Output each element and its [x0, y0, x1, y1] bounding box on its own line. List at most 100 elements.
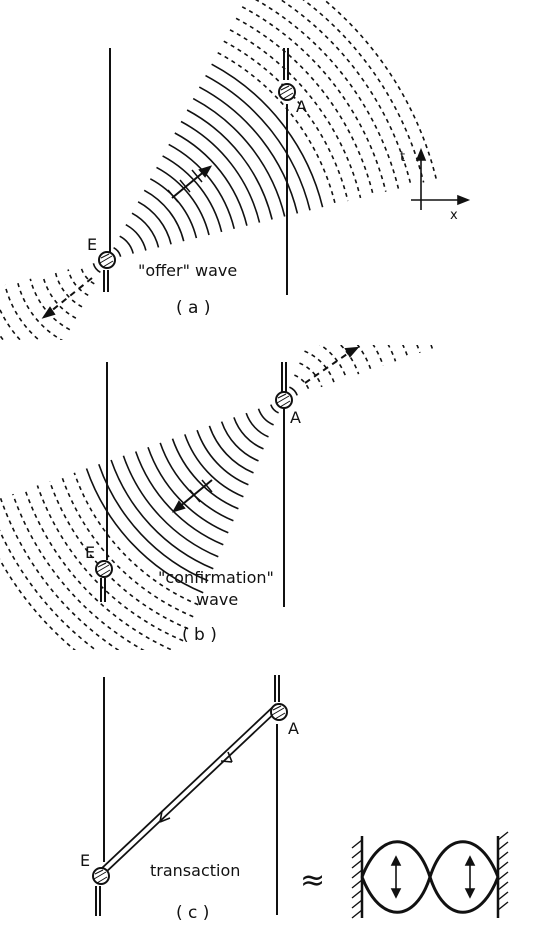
absorber-label: A: [290, 408, 301, 427]
wave-front-arc: [270, 404, 279, 414]
wave-front-arc: [400, 123, 550, 301]
wave-front-arc: [356, 345, 372, 371]
standing-wave-icon: [351, 831, 509, 919]
absorber-label: A: [288, 719, 299, 738]
offer-wave-fronts: [0, 0, 438, 456]
wave-front-arc: [196, 429, 249, 486]
wave-front-arc: [233, 417, 264, 450]
emitter-label: E: [85, 543, 95, 562]
wave-front-arc: [143, 189, 185, 242]
wave-front-arc: [168, 143, 235, 229]
approx-symbol: ≈: [300, 863, 325, 898]
backward-dashed-arrow: [41, 277, 93, 319]
emitter-label: E: [87, 235, 97, 254]
absorber-node: [275, 391, 293, 409]
backward-arrow: [171, 479, 213, 513]
wave-front-arc: [156, 166, 210, 236]
wave-front-arc: [67, 269, 89, 297]
wave-front-arc: [113, 246, 122, 257]
emitter-label: E: [80, 851, 90, 870]
wave-front-arc: [365, 207, 482, 331]
wave-front-arc: [0, 294, 39, 387]
wave-front-arc: [380, 171, 518, 318]
wave-front-arc: [0, 307, 15, 433]
wave-front-arc: [318, 345, 348, 379]
emitter-node: [98, 251, 116, 269]
wave-front-arc: [122, 455, 219, 558]
wave-front-arc: [211, 63, 324, 208]
wave-front-arc: [0, 304, 21, 422]
wave-front-arc: [339, 345, 360, 375]
wave-front-arc: [171, 438, 239, 510]
wave-front-arc: [198, 86, 299, 214]
wave-front-arc: [401, 345, 409, 358]
confirmation-wave-fronts: [0, 111, 550, 650]
wave-front-arc: [12, 493, 145, 650]
wave-front-arc: [4, 284, 41, 340]
emitter-node: [95, 560, 113, 578]
wave-front-arc: [159, 442, 234, 522]
wave-front-arc: [372, 345, 384, 366]
wave-front-arc: [387, 345, 397, 362]
wave-front-arc: [192, 97, 286, 217]
wave-front-arc: [0, 334, 5, 340]
wave-front-arc: [294, 374, 311, 392]
wave-front-arc: [385, 159, 531, 314]
wave-label-line1: "confirmation": [158, 568, 274, 587]
wave-front-arc: [184, 434, 244, 498]
wave-front-arc: [131, 212, 160, 248]
wave-front-arc: [137, 201, 172, 245]
wave-front-arc: [279, 0, 412, 186]
wave-label-line2: wave: [196, 590, 238, 609]
wave-front-arc: [208, 425, 254, 474]
wave-front-arc: [302, 0, 425, 183]
wave-front-arc: [119, 235, 134, 254]
wave-front-arc: [235, 17, 374, 195]
wave-front-arc: [0, 529, 98, 650]
absorber-node: [270, 703, 288, 721]
transaction-line: [100, 703, 280, 875]
wave-front-arc: [223, 40, 349, 202]
wave-front-arc: [48, 481, 189, 630]
wave-front-arc: [205, 74, 311, 211]
wave-front-arc: [229, 29, 362, 199]
wave-front-arc: [0, 498, 120, 650]
wave-front-arc: [0, 313, 2, 456]
wave-front-arc: [254, 0, 400, 189]
wave-front-arc: [289, 386, 298, 396]
caption: ( c ): [176, 903, 209, 923]
wave-label: "offer" wave: [138, 261, 237, 280]
wave-front-arc: [186, 109, 273, 220]
wave-front-arc: [370, 195, 494, 327]
wave-front-arc: [54, 272, 83, 308]
wave-front-arc: [80, 266, 95, 285]
wave-front-arc: [430, 345, 434, 349]
wave-front-arc: [0, 558, 77, 650]
panel-b: E A "confirmation" wave ( b ): [0, 111, 550, 650]
time-space-axes: [411, 147, 471, 210]
standing-wave-arrows: [390, 855, 476, 899]
t-axis-label: t: [400, 150, 405, 165]
absorber-node: [278, 83, 296, 101]
wave-front-arc: [85, 468, 204, 594]
wave-front-arc: [217, 51, 336, 205]
wave-front-arc: [405, 111, 550, 297]
wave-front-arc: [147, 446, 229, 534]
wave-front-arc: [180, 120, 261, 223]
wave-front-arc: [304, 350, 335, 383]
wave-front-arc: [0, 307, 22, 340]
wave-front-arc: [360, 219, 469, 336]
forward-arrow: [167, 165, 213, 203]
wave-front-arc: [98, 463, 209, 582]
wave-front-arc: [241, 6, 387, 192]
wave-front-arc: [61, 476, 194, 618]
emitter-node: [92, 867, 110, 885]
wave-front-arc: [0, 310, 9, 445]
forward-dashed-arrow: [304, 346, 360, 384]
wave-front-arc: [92, 263, 101, 274]
wave-front-arc: [220, 421, 259, 462]
wave-front-arc: [149, 178, 198, 239]
wave-front-arc: [390, 147, 543, 310]
wave-front-arc: [29, 278, 71, 331]
